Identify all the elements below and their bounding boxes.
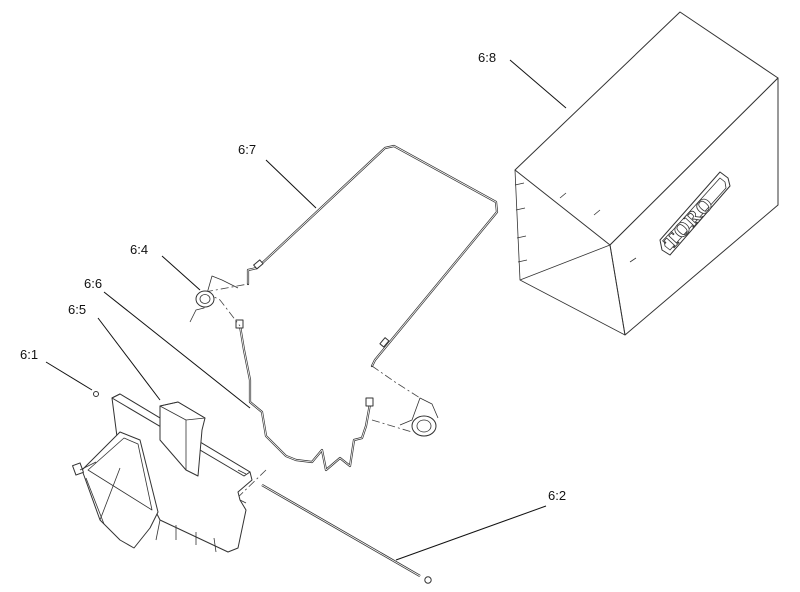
leader-6-6 <box>103 291 251 409</box>
leader-6-7 <box>265 159 317 209</box>
leader-6-5 <box>97 317 161 401</box>
leader-6-4 <box>161 255 201 291</box>
leader-6-1 <box>45 361 93 391</box>
chute-bracket <box>72 393 253 553</box>
spring-left <box>189 275 239 323</box>
upper-frame-rod <box>246 144 499 368</box>
label-6-6: 6:6 <box>84 276 102 291</box>
part-labels: 6:8 6:7 6:4 6:6 6:5 6:1 6:2 <box>20 50 566 503</box>
grass-bag: TORO <box>514 11 779 336</box>
label-6-1: 6:1 <box>20 347 38 362</box>
spring-right <box>399 397 439 437</box>
label-6-7: 6:7 <box>238 142 256 157</box>
leader-6-2 <box>395 505 547 561</box>
leader-lines <box>45 59 567 561</box>
lower-frame-rod <box>235 319 374 472</box>
label-6-8: 6:8 <box>478 50 496 65</box>
long-pin-rod <box>261 483 432 584</box>
label-6-5: 6:5 <box>68 302 86 317</box>
label-6-4: 6:4 <box>130 242 148 257</box>
left-fastener <box>72 461 97 476</box>
label-6-2: 6:2 <box>548 488 566 503</box>
leader-6-8 <box>509 59 567 109</box>
small-fastener <box>93 391 99 397</box>
